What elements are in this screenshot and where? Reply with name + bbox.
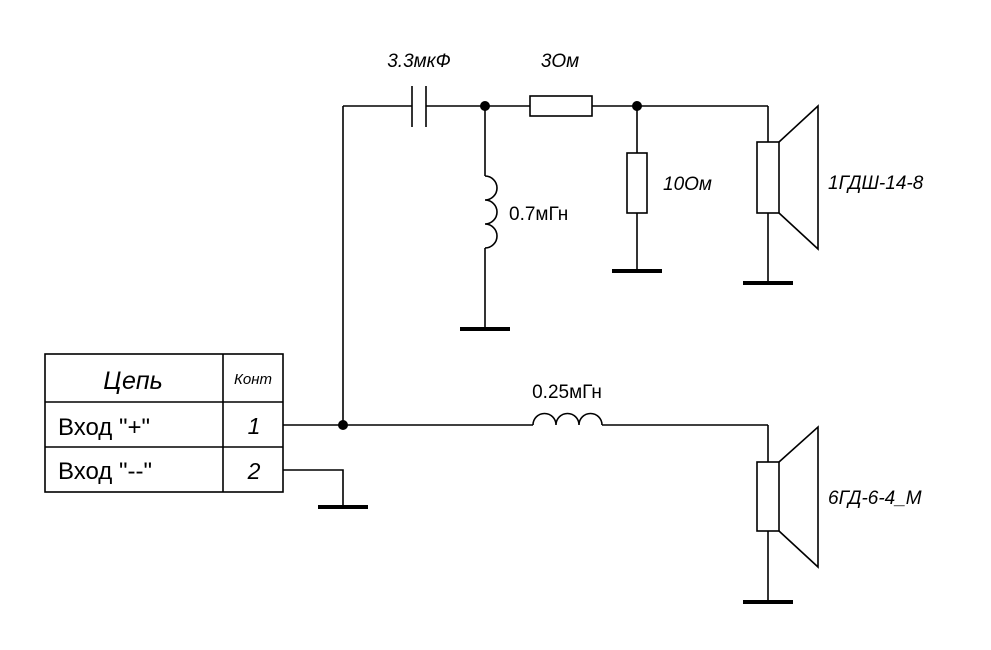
woofer-inductor-label: 0.25мГн [532, 382, 602, 403]
input-minus-wire [283, 469, 344, 507]
grounds [318, 269, 793, 604]
junctions [338, 101, 642, 430]
junction-dot [338, 420, 348, 430]
table-header-contact: Конт [234, 371, 272, 388]
connector-table: Цепь Конт Вход "+" 1 Вход "--" 2 [44, 353, 284, 493]
inductor-l1 [484, 175, 498, 249]
shunt-resistor-label: 10Ом [663, 174, 712, 195]
tweeter-name-label: 1ГДШ-14-8 [828, 173, 924, 194]
table-row-contact: 2 [247, 458, 261, 484]
wires [283, 105, 769, 602]
table-row-circuit: Вход "--" [58, 458, 152, 485]
tweeter-speaker-icon [756, 104, 819, 251]
junction-dot [632, 101, 642, 111]
resistor-r2 [626, 152, 648, 214]
capacitor-label: 3.3мкФ [387, 51, 451, 72]
capacitor-c1 [411, 86, 427, 127]
inductor-l2 [532, 412, 603, 426]
tweeter-inductor-label: 0.7мГн [509, 204, 568, 225]
table-header-circuit: Цепь [103, 367, 163, 395]
table-row-circuit: Вход "+" [58, 414, 150, 441]
woofer-speaker-icon [756, 425, 819, 569]
series-resistor-label: 3Ом [541, 51, 579, 72]
junction-dot [480, 101, 490, 111]
woofer-name-label: 6ГД-6-4_М [828, 488, 922, 509]
table-row-contact: 1 [248, 413, 261, 439]
resistor-r1 [529, 95, 593, 117]
